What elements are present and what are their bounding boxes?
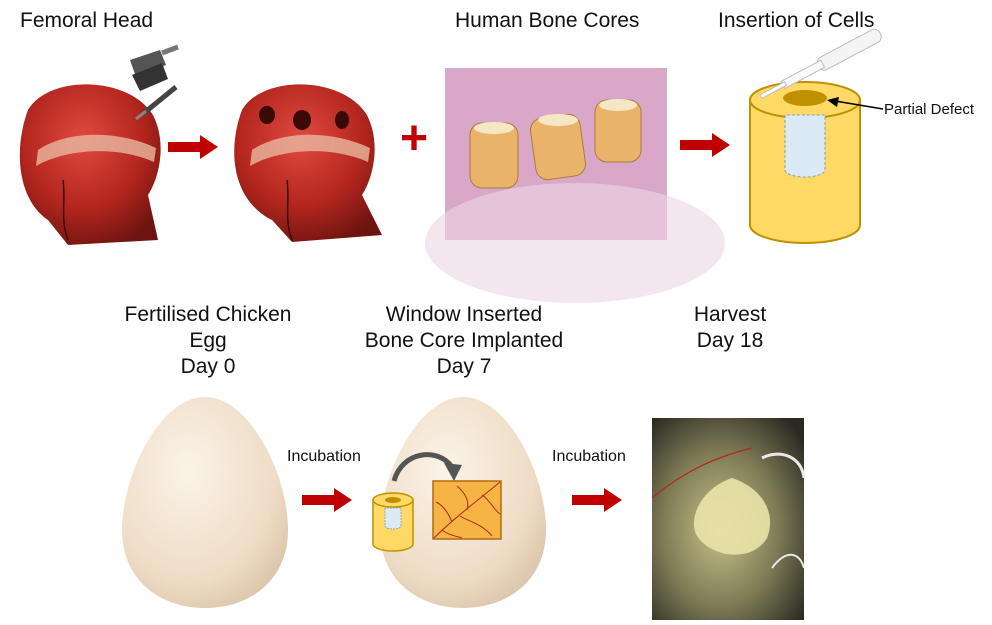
arrow-right-3: [302, 488, 352, 512]
cam-window-vessels: [432, 480, 502, 540]
femoral-head-cored-image: [232, 70, 392, 250]
incubation-label-2: Incubation: [552, 448, 626, 466]
arrow-right-1: [168, 135, 218, 159]
arrow-right-2: [680, 133, 730, 157]
egg-day0: [120, 395, 290, 610]
curved-transfer-arrow: [388, 445, 468, 485]
stage-window-line3: Day 7: [350, 354, 578, 380]
incubation-label-1: Incubation: [287, 448, 361, 466]
bone-cores-photo: [445, 68, 667, 240]
human-bone-cores-title: Human Bone Cores: [455, 8, 639, 34]
stage-window-line2: Bone Core Implanted: [350, 328, 578, 354]
core-drill-icon: [122, 45, 182, 115]
stage-egg-line2: Egg: [108, 328, 308, 354]
bone-core-small-icon: [370, 488, 416, 554]
stage-harvest-line1: Harvest: [660, 302, 800, 328]
stage-window-line1: Window Inserted: [350, 302, 578, 328]
cell-insertion-diagram: [745, 30, 875, 245]
femoral-head-title: Femoral Head: [20, 8, 153, 34]
plus-sign: +: [400, 115, 428, 163]
stage-egg-line3: Day 0: [108, 354, 308, 380]
partial-defect-label: Partial Defect: [884, 101, 974, 118]
stage-window-title: Window Inserted Bone Core Implanted Day …: [350, 302, 578, 380]
arrow-right-4: [572, 488, 622, 512]
stage-harvest-title: Harvest Day 18: [660, 302, 800, 354]
stage-harvest-line2: Day 18: [660, 328, 800, 354]
harvest-photo: [652, 418, 804, 620]
partial-defect-pointer-arrow: [825, 95, 885, 115]
stage-egg-line1: Fertilised Chicken: [108, 302, 308, 328]
stage-egg-title: Fertilised Chicken Egg Day 0: [108, 302, 308, 380]
